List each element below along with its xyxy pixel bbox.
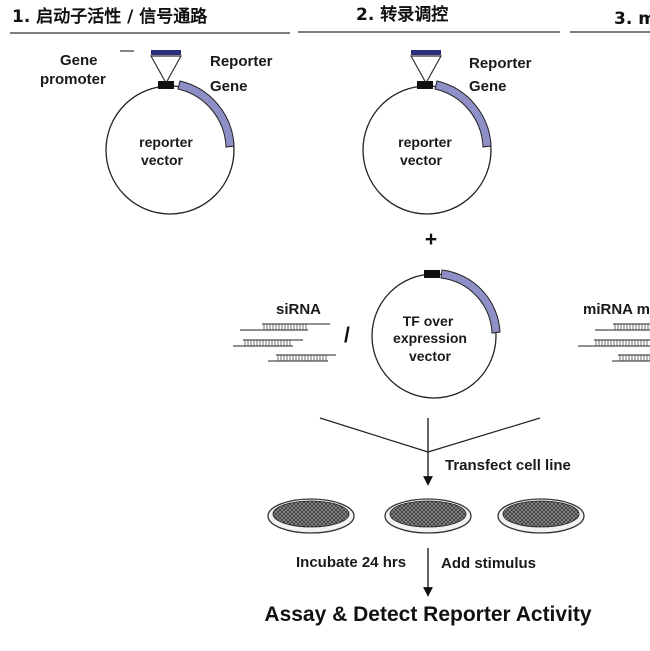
reporter-label-2: Gene <box>469 78 507 95</box>
promoter-marker <box>417 81 433 89</box>
reporter-gene-segment <box>177 80 235 148</box>
reporter-gene-segment <box>434 80 492 148</box>
mirna-label: miRNA m <box>583 301 650 318</box>
panel1-reporter-vector: Gene promoter Reporter Gene reporter vec… <box>40 50 273 215</box>
transfect-label: Transfect cell line <box>445 457 571 474</box>
slash-separator: / <box>344 324 350 347</box>
promoter-marker <box>424 270 440 278</box>
tf-label-2: expression <box>393 330 467 346</box>
promoter-label-2: promoter <box>40 71 106 88</box>
culture-dish-1 <box>267 498 355 534</box>
mirna-duplex-1 <box>595 323 650 331</box>
mirna-duplex-2 <box>578 339 650 347</box>
sirna-duplex-2 <box>233 339 303 347</box>
step2-header: 2. 转录调控 <box>356 4 448 25</box>
sirna-duplex-1 <box>240 323 330 331</box>
promoter-marker <box>158 81 174 89</box>
tf-gene-segment <box>440 269 501 334</box>
converge-line-left <box>319 417 429 453</box>
vector-label-2: vector <box>141 152 184 168</box>
tf-label-3: vector <box>409 348 452 364</box>
reporter-label-1: Reporter <box>210 53 273 70</box>
reporter-label-2: Gene <box>210 78 248 95</box>
culture-dish-2 <box>384 498 472 534</box>
mirna-strands <box>578 323 650 362</box>
panel2-reporter-vector: Reporter Gene reporter vector <box>362 50 532 215</box>
culture-dish-3 <box>497 498 585 534</box>
promoter-label-1: Gene <box>60 52 98 69</box>
tf-expression-vector: TF over expression vector <box>371 269 501 399</box>
vector-label-1: reporter <box>139 134 193 150</box>
sirna-duplex-3 <box>268 354 336 362</box>
stimulus-label: Add stimulus <box>441 555 536 572</box>
plus-sign: + <box>425 228 437 251</box>
promoter-bar <box>411 50 441 55</box>
vector-label-2: vector <box>400 152 443 168</box>
tf-label-1: TF over <box>403 313 454 329</box>
assay-title: Assay & Detect Reporter Activity <box>264 603 591 626</box>
promoter-triangle <box>409 55 443 85</box>
promoter-bar <box>151 50 181 55</box>
sirna-strands <box>233 323 336 362</box>
incubate-label: Incubate 24 hrs <box>296 554 406 571</box>
vector-label-1: reporter <box>398 134 452 150</box>
step1-header: 1. 启动子活性 / 信号通路 <box>12 6 208 27</box>
reporter-label-1: Reporter <box>469 55 532 72</box>
converge-line-right <box>427 417 541 453</box>
promoter-triangle <box>149 55 183 85</box>
mirna-duplex-3 <box>612 354 650 362</box>
step3-header: 3. m <box>614 9 650 29</box>
sirna-label: siRNA <box>276 301 321 318</box>
